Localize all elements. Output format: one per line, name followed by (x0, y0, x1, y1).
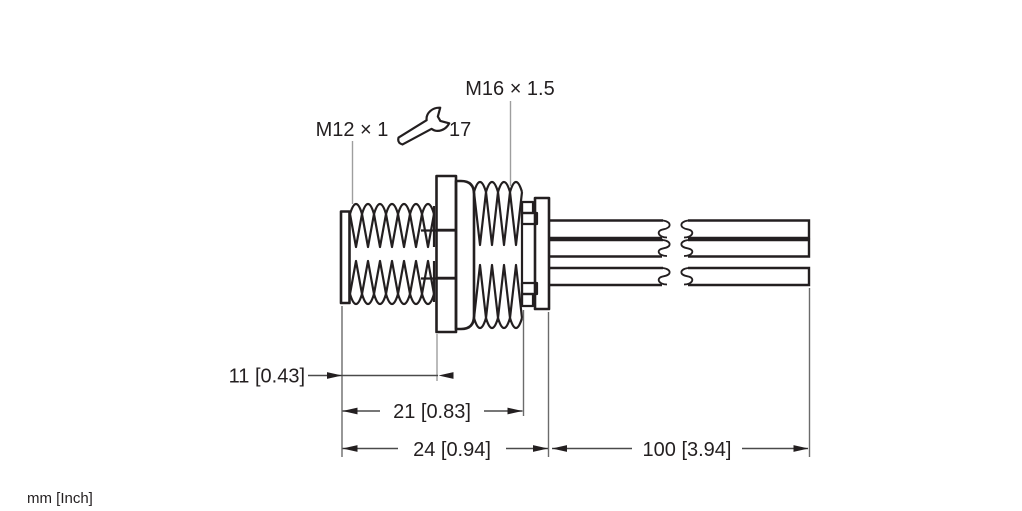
step-upper-2 (520, 211, 539, 226)
labels: M12 × 1 M16 × 1.5 17 11 [0.43] 21 [0.83]… (27, 78, 731, 507)
m12-lower-zigzag (348, 259, 436, 296)
wire2-right-segment (688, 238, 811, 258)
dim100-label: 100 [3.94] (643, 439, 732, 461)
connector-side-view (339, 174, 551, 334)
wire2-left-segment (549, 238, 663, 258)
hex-nut-flats (436, 228, 456, 280)
wire3-left-segment (549, 266, 663, 287)
wire1-break-right (680, 219, 694, 239)
dim100-arrow-right (793, 445, 809, 452)
rear-body (533, 196, 551, 311)
m16-upper-zigzag (472, 190, 524, 247)
wire3-right-segment (688, 266, 811, 287)
m16-thread-lower (472, 203, 524, 330)
dim21-arrow-right (507, 407, 523, 415)
dimension-lines (308, 372, 809, 452)
leader-lines (351, 101, 512, 204)
front-thread-label: M12 × 1 (316, 119, 389, 141)
hex-nut-body (435, 174, 458, 334)
front-face-plate (339, 210, 351, 305)
panel-thread-label: M16 × 1.5 (465, 78, 555, 100)
dim100-arrow-left (552, 445, 567, 452)
dim11-arrow-right (438, 372, 454, 379)
dim21-label: 21 [0.83] (393, 401, 471, 423)
m12-lower-crests (348, 292, 436, 306)
m16-upper-crests (472, 180, 524, 194)
m16-lower-zigzag (472, 263, 524, 320)
wire1-break-left (657, 219, 671, 239)
hex-nut (435, 174, 458, 334)
m12-upper-zigzag (348, 212, 436, 249)
step-lower-2 (520, 292, 535, 308)
wire3-break-left (657, 267, 671, 286)
dim21-arrow-left (342, 407, 358, 415)
step-upper-1 (520, 200, 535, 215)
wire2-break-left (657, 239, 671, 257)
m16-lower-crests (472, 316, 524, 330)
dim24-arrow-left (342, 445, 358, 452)
panel-seal (454, 179, 476, 331)
dim11-arrow-left (327, 372, 342, 379)
m12-thread-lower (348, 259, 436, 306)
dim24-label: 24 [0.94] (413, 439, 491, 461)
rear-steps-upper (520, 200, 539, 226)
wire2-break-right (680, 239, 694, 257)
wire-leads (549, 219, 811, 287)
m16-thread-upper (472, 180, 524, 247)
rear-steps-lower (520, 281, 539, 308)
dim24-arrow-right (533, 445, 548, 452)
wire1-right-segment (688, 219, 811, 240)
m12-thread-upper (348, 202, 436, 249)
dim11-label: 11 [0.43] (229, 366, 305, 388)
wire3-break-right (680, 267, 694, 286)
wrench-size-label: 17 (449, 119, 471, 141)
wire1-left-segment (549, 219, 663, 240)
extension-lines (341, 288, 811, 457)
wrench-icon (397, 106, 451, 146)
unit-note: mm [Inch] (27, 490, 93, 507)
m12-upper-crests (348, 202, 436, 216)
